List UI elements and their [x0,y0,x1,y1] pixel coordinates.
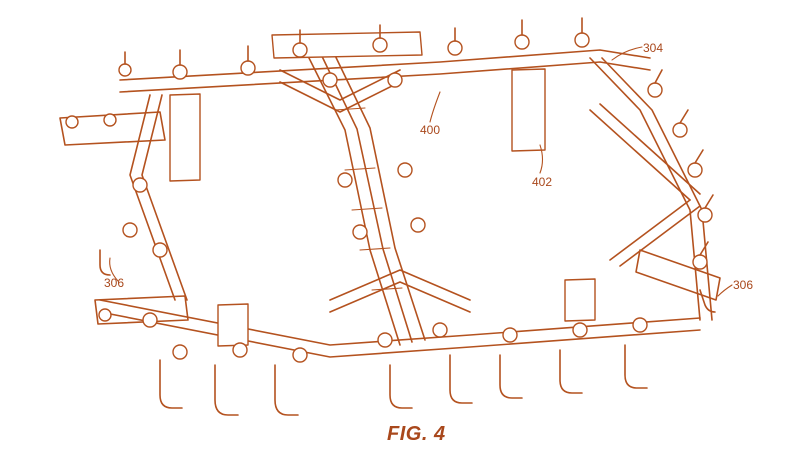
frame-rails [59,31,721,358]
mount-head-1 [172,49,188,80]
mount-head-31 [352,224,368,240]
mount-head-16 [132,177,148,193]
mount-head-24 [377,332,393,348]
mount-head-27 [572,322,588,338]
mount-head-3 [292,29,308,58]
ref-numeral-304: 304 [643,41,664,55]
mount-head-17 [122,222,138,238]
mount-head-29 [337,172,353,188]
mount-head-13 [692,241,709,270]
mount-head-10 [672,109,689,138]
mount-head-28 [632,317,648,333]
ref-numeral-402: 402 [532,175,553,189]
mount-head-25 [432,322,448,338]
mount-head-5 [447,27,463,56]
mount-head-32 [410,217,426,233]
mount-head-19 [98,308,112,322]
mount-head-14 [65,115,79,129]
ref-numeral-306-left: 306 [104,276,125,290]
mount-head-6 [514,19,530,50]
mount-head-2 [240,45,256,76]
ref-numeral-400: 400 [420,123,441,137]
mount-head-9 [647,69,663,98]
mount-head-23 [292,347,308,363]
mount-head-26 [502,327,518,343]
mount-head-15 [103,113,117,127]
leader-lines [109,46,733,297]
mounting-heads [65,17,714,363]
mount-head-34 [387,72,403,88]
figure-caption: FIG. 4 [387,423,446,445]
mount-head-33 [322,72,338,88]
mount-head-22 [232,342,248,358]
mount-head-7 [574,17,590,48]
mount-head-4 [372,24,388,53]
hanging-hooks [99,249,716,416]
mount-head-30 [397,162,413,178]
mount-head-18 [152,242,168,258]
mount-head-12 [697,194,714,223]
mount-head-20 [142,312,158,328]
mount-head-8 [118,51,132,77]
mount-head-21 [172,344,188,360]
mount-head-11 [687,149,704,178]
ref-numeral-306-right: 306 [733,278,754,292]
